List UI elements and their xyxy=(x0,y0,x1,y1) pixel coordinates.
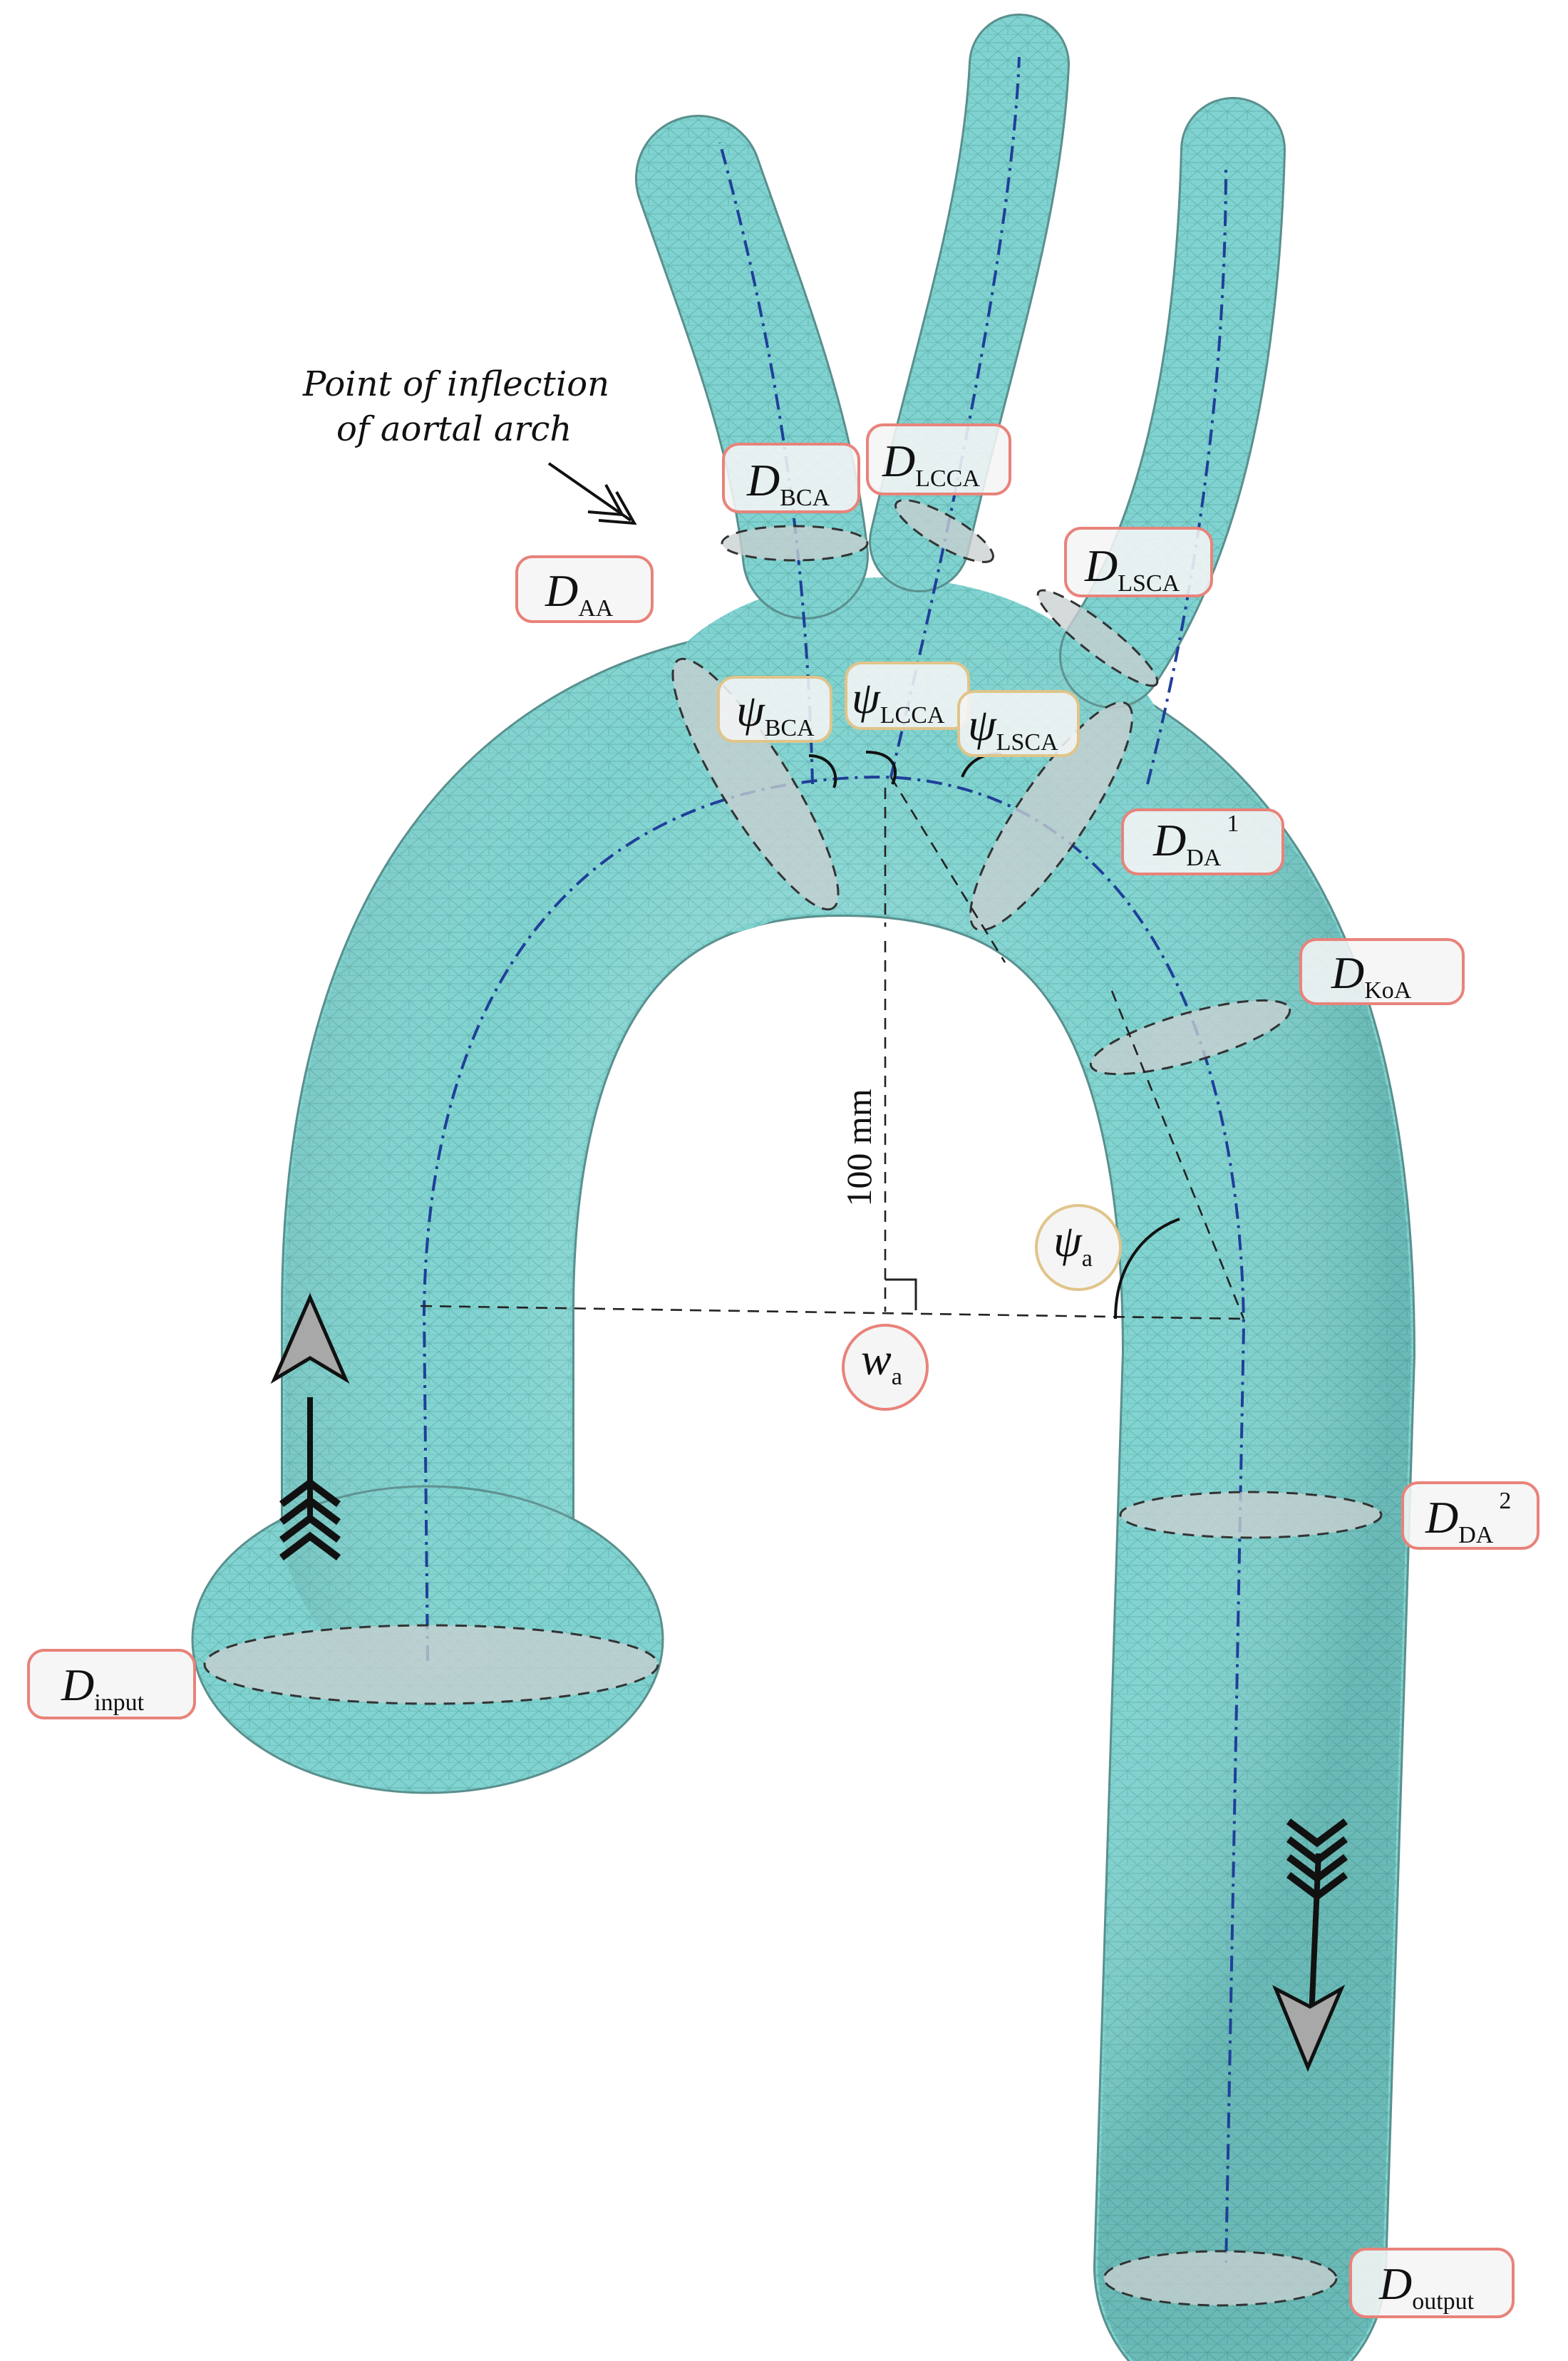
svg-text:DBCA: DBCA xyxy=(746,455,830,511)
label-d-da2: DDA2 xyxy=(1401,1481,1539,1550)
svg-text:ψa: ψa xyxy=(1053,1215,1093,1272)
label-d-bca: DBCA xyxy=(722,443,860,513)
down-arrow-icon xyxy=(1272,1819,1348,2072)
section-koa xyxy=(1089,999,1291,1076)
svg-text:Doutput: Doutput xyxy=(1378,2258,1475,2315)
section-da1 xyxy=(969,701,1133,932)
svg-text:ψBCA: ψBCA xyxy=(736,685,815,741)
label-d-input: Dinput xyxy=(27,1649,196,1719)
label-d-lcca: DLCCA xyxy=(866,423,1011,495)
psi-a-arc xyxy=(1114,1218,1180,1320)
section-input xyxy=(203,1624,659,1705)
label-psi-bca: ψBCA xyxy=(717,676,832,743)
label-d-koa: DKoA xyxy=(1299,938,1465,1005)
label-w-a: wa xyxy=(842,1324,929,1411)
up-arrow-icon xyxy=(270,1292,350,1560)
svg-text:Dinput: Dinput xyxy=(61,1660,145,1716)
section-lsca xyxy=(1036,589,1159,687)
inflection-text-line1: Point of inflection xyxy=(302,364,609,404)
svg-text:ψLCCA: ψLCCA xyxy=(852,672,945,729)
svg-text:wa: wa xyxy=(861,1334,902,1390)
cross-sections xyxy=(203,499,1383,2307)
width-line xyxy=(420,1305,1244,1320)
label-psi-lcca: ψLCCA xyxy=(845,662,970,730)
section-lcca xyxy=(894,499,994,563)
double-headed-arrow-icon xyxy=(547,462,637,525)
svg-text:DAA: DAA xyxy=(545,565,614,622)
lsca-centerline xyxy=(1146,163,1227,785)
svg-text:ψLSCA: ψLSCA xyxy=(968,699,1058,756)
svg-text:DDA1: DDA1 xyxy=(1152,811,1239,871)
label-d-lsca: DLSCA xyxy=(1064,527,1213,597)
inflection-text-line2: of aortal arch xyxy=(336,409,572,449)
section-aa xyxy=(671,657,840,911)
label-d-output: Doutput xyxy=(1349,2248,1515,2318)
label-d-da1: DDA1 xyxy=(1121,808,1284,875)
bca-centerline xyxy=(718,142,814,785)
svg-text:DLSCA: DLSCA xyxy=(1084,540,1180,597)
distance-label: 100 mm xyxy=(839,1089,879,1206)
label-psi-a: ψa xyxy=(1035,1204,1122,1291)
section-da2 xyxy=(1119,1491,1383,1539)
svg-text:DLCCA: DLCCA xyxy=(882,436,980,492)
svg-text:DDA2: DDA2 xyxy=(1425,1488,1511,1548)
svg-text:DKoA: DKoA xyxy=(1331,947,1412,1004)
label-psi-lsca: ψLSCA xyxy=(957,690,1080,757)
label-d-aa: DAA xyxy=(515,555,654,623)
section-output xyxy=(1103,2250,1338,2307)
section-bca xyxy=(721,525,869,562)
measurement-lines xyxy=(420,751,1245,1320)
